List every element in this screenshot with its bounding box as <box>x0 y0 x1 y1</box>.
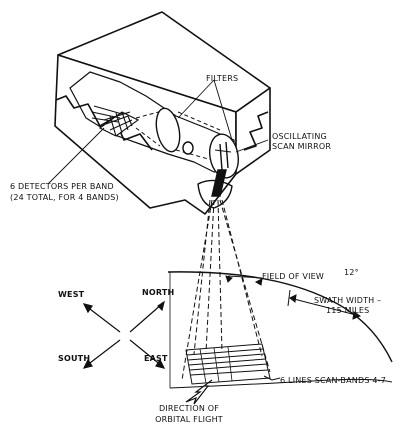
west-arrowhead <box>82 303 93 314</box>
field-of-view-label: FIELD OF VIEW <box>262 272 325 281</box>
swath-width-dimension <box>287 289 362 320</box>
scan-mirror-label-line1: OSCILLATING <box>272 132 327 141</box>
leader-lines <box>47 79 269 279</box>
compass-east: EAST <box>144 354 168 363</box>
compass-south: SOUTH <box>58 354 91 363</box>
compass-northwest-line <box>85 305 121 333</box>
filters-label: FILTERS <box>206 74 239 83</box>
compass-northeast-line <box>129 303 163 333</box>
swath-width-label-line2: 115 MILES <box>326 306 370 315</box>
compass-southwest-line <box>85 339 121 367</box>
north-arrowhead <box>157 300 165 312</box>
flight-direction-label-line2: ORBITAL FLIGHT <box>155 415 223 424</box>
scan-mirror-label-line2: SCAN MIRROR <box>272 142 332 151</box>
compass-arrows <box>82 300 166 369</box>
detectors-label-line2: (24 TOTAL, FOR 4 BANDS) <box>10 193 119 202</box>
scan-lines-bracket <box>263 375 281 381</box>
compass-southeast-line <box>129 339 163 367</box>
field-of-view-marker <box>225 275 263 286</box>
compass-north: NORTH <box>142 288 175 297</box>
detectors-label-line1: 6 DETECTORS PER BAND <box>10 182 114 191</box>
scanner-housing <box>54 11 271 215</box>
optical-path <box>135 109 221 161</box>
scan-beam <box>181 199 271 381</box>
field-of-view-angle: 12° <box>344 268 359 277</box>
detector-array <box>91 105 140 137</box>
flight-direction-label-line1: DIRECTION OF <box>158 404 220 413</box>
scan-lines-label: 6 LINES SCAN-BANDS 4-7 <box>280 376 387 385</box>
scan-swath-grid <box>185 343 271 385</box>
east-arrowhead <box>155 358 166 369</box>
scan-mirror <box>208 133 240 197</box>
filter-disk <box>155 107 194 155</box>
compass-west: WEST <box>58 290 85 299</box>
flight-direction-arrow <box>185 379 213 405</box>
earth-surface <box>167 271 393 389</box>
swath-width-label-line1: SWATH WIDTH – <box>314 296 382 305</box>
south-arrowhead <box>82 358 93 369</box>
